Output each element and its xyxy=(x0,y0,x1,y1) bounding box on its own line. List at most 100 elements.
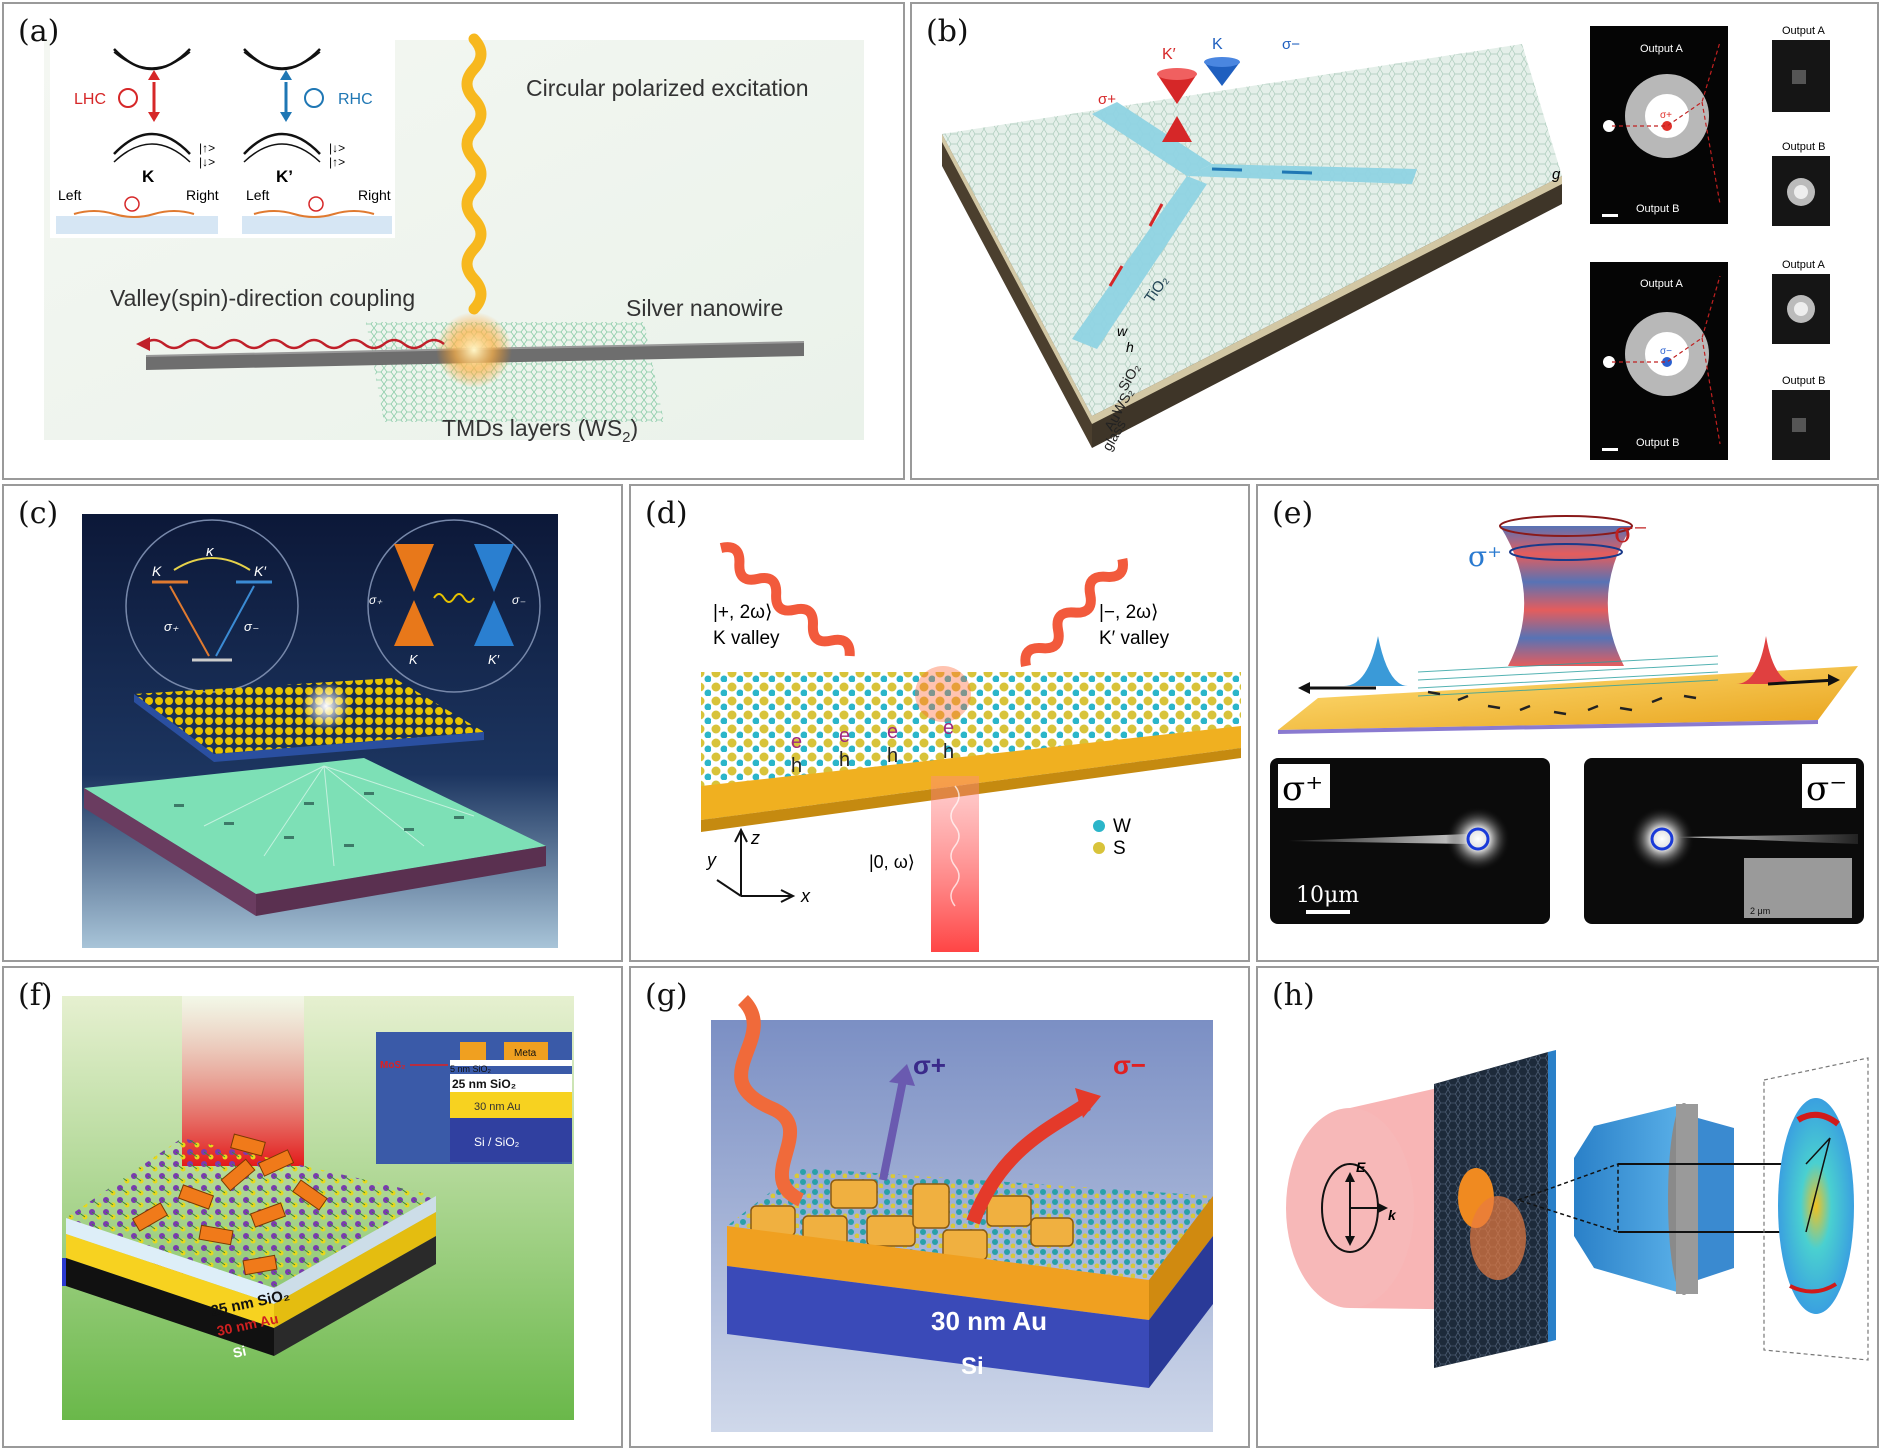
layer-stack-inset: Meta 5 nm SiO₂ 25 nm SiO₂ 30 nm Au Si / … xyxy=(376,1032,572,1164)
left-pulse xyxy=(1344,636,1408,686)
s-atom-icon xyxy=(1093,842,1105,854)
output-a-title: Output A xyxy=(1782,25,1825,37)
band-k-lower xyxy=(113,132,191,155)
si-layer-label: Si xyxy=(231,1343,247,1361)
sigma-plus-label: σ₊ xyxy=(164,619,179,634)
waveguide-arm-a xyxy=(1072,176,1207,349)
wave-sigma-minus xyxy=(1020,558,1128,667)
right-pulse xyxy=(1736,636,1798,684)
svg-text:e: e xyxy=(943,717,954,739)
panel-label: (e) xyxy=(1272,496,1314,531)
panel-e: (e) σ⁺ σ⁻ xyxy=(1256,484,1879,962)
axis-y-label: y xyxy=(705,850,717,870)
si-label: Si xyxy=(961,1353,984,1380)
sigma-minus-arrow xyxy=(966,1098,1091,1225)
wave-sigma-plus xyxy=(719,542,855,657)
substrate xyxy=(56,216,218,234)
panel-a: (a) LHC K |↑> |↓> xyxy=(2,2,905,480)
k-label: K xyxy=(152,563,162,579)
axis-z-label: z xyxy=(750,828,760,848)
panel-h: (h) E k xyxy=(1256,966,1879,1448)
pump-beam xyxy=(931,776,979,952)
marker-label: σ− xyxy=(1660,346,1672,357)
sio2-25-label: 25 nm SiO₂ xyxy=(452,1077,516,1091)
mos2-lattice xyxy=(66,1138,436,1288)
spin-label: |↑> xyxy=(329,155,345,169)
sigma-plus-label: σ₊ xyxy=(369,593,383,607)
panel-a-figure: LHC K |↑> |↓> RHC K’ |↓> |↑> Left Right … xyxy=(44,33,864,446)
cone-k-lower xyxy=(394,600,434,646)
left-label: Left xyxy=(246,187,269,203)
incident-helix xyxy=(734,995,805,1207)
cone-k-upper xyxy=(394,544,434,592)
kprime-label: K′ xyxy=(1162,46,1176,63)
rhc-label: RHC xyxy=(338,91,373,108)
au-30-label: 30 nm Au xyxy=(474,1101,520,1113)
gold-film xyxy=(701,726,1241,820)
band-k-upper xyxy=(113,48,191,71)
lhc-label: LHC xyxy=(74,91,106,108)
image-sigma-plus: σ+ Output A Output B xyxy=(1590,26,1728,224)
panel-d-figure: |+, 2ω⟩ K valley |−, 2ω⟩ K′ valley eh eh… xyxy=(701,542,1241,952)
kappa-label: κ xyxy=(206,543,215,560)
svg-text:e: e xyxy=(791,731,802,753)
h-label: h xyxy=(1126,339,1134,355)
panel-label: (g) xyxy=(645,978,688,1013)
k-valley-label: K valley xyxy=(713,628,780,649)
metasurface xyxy=(84,758,546,894)
sigma-minus-label: σ− xyxy=(1282,36,1300,53)
output-b-label: Output B xyxy=(1636,437,1679,449)
sigma-minus-tag: σ⁻ xyxy=(1806,769,1847,809)
k-label: K xyxy=(142,167,155,186)
panel-label: (b) xyxy=(926,14,969,49)
panel-c-figure: κ K K′ σ₊ σ₋ σ₊ σ₋ K K′ xyxy=(82,514,558,948)
kprime-label: K′ xyxy=(254,563,267,579)
output-b-title: Output B xyxy=(1782,141,1825,153)
k-vector-label: k xyxy=(1388,1207,1397,1223)
sigma-minus-label: σ₋ xyxy=(512,593,526,607)
w-atom-icon xyxy=(1093,820,1105,832)
panel-label: (a) xyxy=(18,14,60,49)
left-label: Left xyxy=(58,187,81,203)
sigma-plus-arrow xyxy=(879,1079,907,1181)
tmd-label: TMDs layers (WS2) xyxy=(442,415,638,446)
excitation-label: Circular polarized excitation xyxy=(526,75,809,101)
panel-f: (f) xyxy=(2,966,623,1448)
spin-label: |↓> xyxy=(329,141,345,155)
spin-label: |↓> xyxy=(199,155,215,169)
panel-e-figure: σ⁺ σ⁻ σ⁺ 10μm σ⁻ xyxy=(1270,515,1864,924)
image-sigma-minus: σ− Output A Output B xyxy=(1590,262,1728,460)
objective-lens xyxy=(1574,1104,1684,1294)
si-layer xyxy=(727,1266,1149,1388)
w-label: w xyxy=(1117,323,1128,339)
cone-kprime-lower xyxy=(474,600,514,646)
panel-d: (d) |+, 2ω⟩ K valley |−, 2ω⟩ K′ valley e… xyxy=(629,484,1250,962)
sigma-plus-label: σ+ xyxy=(1098,91,1116,108)
svg-text:e: e xyxy=(839,725,850,747)
kprime-label: K’ xyxy=(276,167,293,186)
zero-state-label: |0, ω⟩ xyxy=(869,852,915,872)
k-label: K xyxy=(409,652,419,667)
kp-valley-label: K′ valley xyxy=(1099,628,1170,649)
band-inset xyxy=(50,38,395,238)
k-cone xyxy=(1204,62,1240,86)
excitation-wave xyxy=(461,33,487,315)
k-label: K xyxy=(1212,36,1223,53)
panel-g: (g) σ+ σ− xyxy=(629,966,1250,1448)
sigma-minus-label: σ₋ xyxy=(244,619,259,634)
scale-label: 10μm xyxy=(1296,883,1359,908)
svg-text:h: h xyxy=(887,745,898,767)
substrate xyxy=(242,216,392,234)
panel-b-figure: K′ K σ+ σ− g w h TiO₂ SiO₂ WS₂ Au glass … xyxy=(942,25,1830,460)
coupling-label: Valley(spin)-direction coupling xyxy=(110,285,415,311)
image-plane xyxy=(1763,1057,1869,1361)
au-label: Au xyxy=(1101,411,1123,434)
sem-inset xyxy=(1744,858,1852,918)
svg-text:h: h xyxy=(839,749,850,771)
marker-label: σ+ xyxy=(1660,110,1672,121)
gold-film xyxy=(1278,666,1858,730)
kprime-label: K′ xyxy=(488,652,500,667)
axes xyxy=(716,827,796,903)
sigma-minus-label: σ⁻ xyxy=(1614,516,1648,549)
panel-label: (f) xyxy=(18,978,53,1013)
